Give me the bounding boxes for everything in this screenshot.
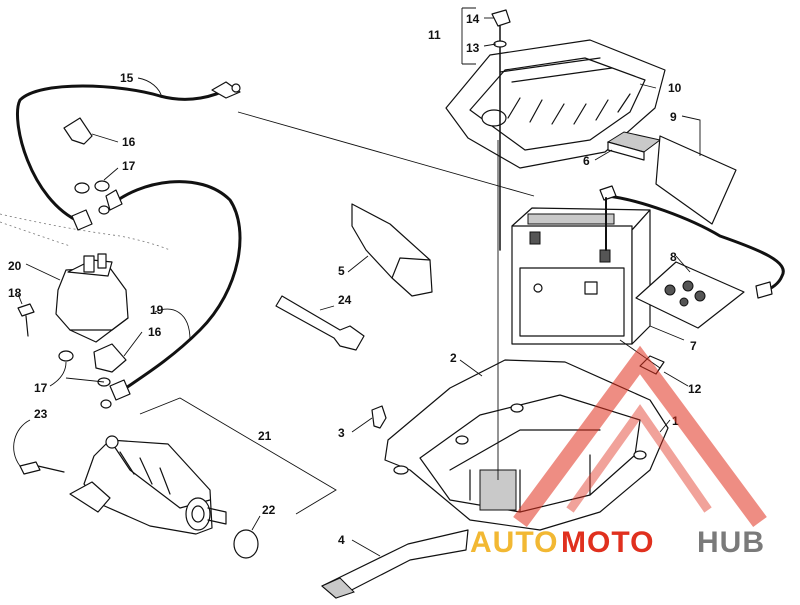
callout-12: 12 xyxy=(688,382,702,396)
guide-line xyxy=(237,111,535,197)
nut-lower xyxy=(58,350,111,387)
callout-17-upper: 17 xyxy=(122,159,136,173)
watermark-hub: HUB xyxy=(697,526,765,559)
nuts-upper xyxy=(74,180,110,194)
callout-23: 23 xyxy=(34,407,48,421)
battery-strap xyxy=(321,529,469,599)
hold-down-rod xyxy=(491,9,511,251)
starter-solenoid xyxy=(55,253,129,343)
starter-cable xyxy=(98,180,242,409)
spanner-wrench xyxy=(275,295,365,351)
callout-9: 9 xyxy=(670,110,677,124)
terminal-boot-upper xyxy=(63,117,93,145)
callout-2: 2 xyxy=(450,351,457,365)
battery-tray xyxy=(384,359,669,531)
callout-17-lower: 17 xyxy=(34,381,48,395)
callout-22: 22 xyxy=(262,503,276,517)
bracket-starter xyxy=(139,397,337,515)
callout-19: 19 xyxy=(150,303,164,317)
mounting-surface xyxy=(0,213,171,251)
watermark-moto: MOTO xyxy=(561,526,654,559)
hardware-kit xyxy=(635,261,745,329)
callout-20: 20 xyxy=(8,259,22,273)
callout-5: 5 xyxy=(338,264,345,278)
screw xyxy=(371,405,387,429)
callout-11: 11 xyxy=(428,28,441,42)
watermark-auto: AUTO xyxy=(470,526,558,559)
callout-4: 4 xyxy=(338,533,345,547)
starter-motor xyxy=(69,435,227,535)
battery-cable-negative xyxy=(599,185,785,299)
terminal-boot-lower xyxy=(93,343,127,373)
bracket-11 xyxy=(461,7,476,65)
callout-18: 18 xyxy=(8,286,22,300)
callout-3: 3 xyxy=(338,426,345,440)
solenoid-screw xyxy=(17,303,35,337)
callout-24: 24 xyxy=(338,293,352,307)
callout-16-upper: 16 xyxy=(122,135,136,149)
callout-13: 13 xyxy=(466,41,480,55)
callout-8: 8 xyxy=(670,250,677,264)
callout-10: 10 xyxy=(668,81,682,95)
starter-bolt xyxy=(19,461,65,475)
leader-lines xyxy=(13,17,701,557)
watermark-logo: AUTO MOTO HUB xyxy=(470,345,767,559)
callout-6: 6 xyxy=(583,154,590,168)
callout-16-lower: 16 xyxy=(148,325,162,339)
callout-7: 7 xyxy=(690,339,697,353)
pad-sheet xyxy=(655,135,737,225)
callout-21: 21 xyxy=(258,429,272,443)
callout-labels: 1 2 3 4 5 6 7 8 9 10 11 12 13 14 15 16 1… xyxy=(8,12,702,547)
terminal-cover xyxy=(351,203,433,297)
callout-14: 14 xyxy=(466,12,480,26)
o-ring xyxy=(233,529,259,559)
battery xyxy=(511,207,651,345)
callout-15: 15 xyxy=(120,71,134,85)
battery-cable-long xyxy=(16,81,241,231)
